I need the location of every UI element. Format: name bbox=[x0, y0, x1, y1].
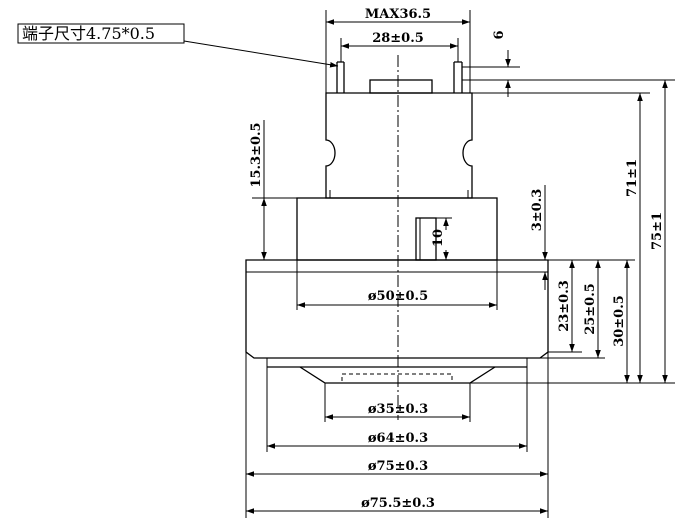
gap-3-label: 3±0.3 bbox=[530, 189, 545, 232]
terminal-size-note: 端子尺寸4.75*0.5 bbox=[22, 24, 155, 43]
top-height-label: 15.3±0.5 bbox=[249, 122, 264, 187]
top-cap bbox=[369, 79, 433, 94]
height-71-label: 71±1 bbox=[625, 159, 640, 197]
height-30-label: 30±0.5 bbox=[612, 295, 627, 347]
height-25-label: 25±0.5 bbox=[583, 283, 598, 335]
dia-75-label: ø75±0.3 bbox=[368, 459, 428, 474]
dia-35-label: ø35±0.3 bbox=[368, 402, 428, 417]
dim-64: ø64±0.3 bbox=[266, 367, 528, 452]
motor-outline bbox=[245, 61, 549, 384]
dia-64-label: ø64±0.3 bbox=[368, 431, 428, 446]
left-terminal bbox=[336, 61, 345, 93]
dim-top-height: 15.3±0.5 bbox=[249, 120, 297, 260]
right-terminal bbox=[453, 61, 463, 93]
terminal-height-label: 6 bbox=[492, 30, 507, 39]
dia-75-5-label: ø75.5±0.3 bbox=[361, 496, 435, 511]
dim-max-width: MAX36.5 bbox=[325, 7, 471, 93]
terminal-note: 端子尺寸4.75*0.5 bbox=[17, 23, 339, 68]
dim-50: ø50±0.5 bbox=[296, 260, 498, 310]
dim-terminal-spacing: 28±0.5 bbox=[340, 31, 459, 62]
dim-75-5: ø75.5±0.3 bbox=[246, 496, 548, 514]
dim-35: ø35±0.3 bbox=[324, 383, 471, 422]
height-75-label: 75±1 bbox=[650, 212, 665, 250]
brush-housing bbox=[325, 92, 473, 199]
terminal-spacing-label: 28±0.5 bbox=[372, 31, 424, 46]
dim-75: ø75±0.3 bbox=[245, 352, 549, 518]
dim-gap-3: 3±0.3 bbox=[530, 185, 548, 290]
middle-body bbox=[296, 197, 498, 261]
slot-10-label: 10 bbox=[431, 229, 446, 247]
max-width-label: MAX36.5 bbox=[365, 7, 431, 22]
height-23-label: 23±0.3 bbox=[557, 280, 572, 332]
fan-housing bbox=[245, 259, 549, 359]
dim-slot-10: 10 bbox=[431, 217, 452, 260]
dim-heights: 23±0.3 25±0.5 30±0.5 71±1 75±1 bbox=[462, 79, 675, 384]
dim-terminal-height: 6 bbox=[462, 30, 520, 97]
dia-50-label: ø50±0.5 bbox=[368, 289, 428, 304]
